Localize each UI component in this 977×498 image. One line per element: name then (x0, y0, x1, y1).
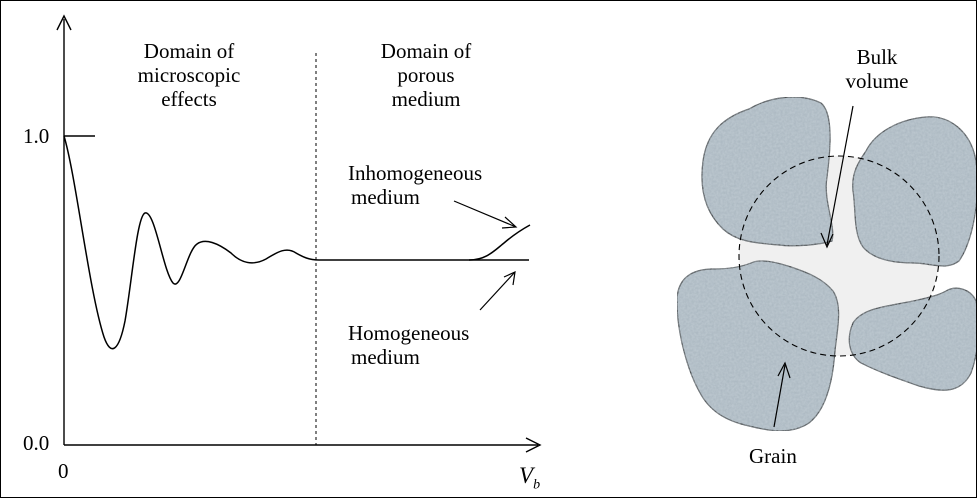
domain-porous-line-1: Domain of (380, 39, 472, 63)
homogeneous-label: Homogeneous medium (348, 321, 469, 369)
inhomogeneous-pointer-head (501, 216, 518, 229)
grain-bottom-right (848, 287, 976, 391)
domain-porous-line-2: porous (397, 63, 455, 87)
bulk-volume-pointer (826, 105, 854, 246)
bulk-volume-label: Bulk volume (827, 45, 927, 93)
domain-porous-label: Domain of porous medium (356, 39, 496, 111)
grain-pointer (773, 364, 786, 428)
pointers (453, 200, 518, 311)
bulk-volume-outline (738, 155, 940, 357)
grain-top-left (701, 96, 834, 247)
y-tick-label-top: 1.0 (23, 124, 50, 148)
inhomogeneous-branch (468, 224, 531, 261)
domain-micro-line-2: microscopic (137, 63, 241, 87)
x-origin-label: 0 (58, 459, 69, 483)
domain-micro-line-3: effects (161, 87, 217, 111)
grain-bottom-left (676, 260, 840, 432)
homogeneous-line-2: medium (351, 345, 420, 369)
grain-label: Grain (749, 444, 797, 468)
x-axis-subscript: b (533, 477, 541, 493)
grain-pointer-head (777, 361, 791, 379)
curve (63, 135, 531, 350)
axes (56, 14, 542, 453)
x-axis-label: Vb (519, 463, 540, 494)
inhomogeneous-label: Inhomogeneous medium (348, 161, 482, 209)
homogeneous-line-1: Homogeneous (348, 321, 470, 345)
domain-porous-line-3: medium (391, 87, 461, 111)
homogeneous-pointer-head (503, 270, 516, 286)
bulk-volume-line-2: volume (845, 69, 909, 93)
inhomogeneous-pointer (453, 200, 517, 228)
oscillating-curve (63, 135, 529, 350)
rev-schematic (676, 96, 976, 432)
grains (676, 96, 976, 432)
domain-micro-line-1: Domain of (143, 39, 235, 63)
y-axis-arrowhead (56, 14, 72, 31)
bulk-volume-line-1: Bulk (856, 45, 898, 69)
grain-top-right (852, 116, 976, 267)
y-tick-label-bottom: 0.0 (23, 431, 50, 455)
x-axis-symbol: V (519, 463, 534, 488)
domain-micro-label: Domain of microscopic effects (109, 39, 269, 111)
x-axis-arrowhead (525, 437, 542, 453)
homogeneous-pointer (479, 271, 516, 311)
bulk-volume-pointer-head (820, 232, 834, 249)
inhomogeneous-line-1: Inhomogeneous (348, 161, 483, 185)
inhomogeneous-line-2: medium (351, 185, 420, 209)
